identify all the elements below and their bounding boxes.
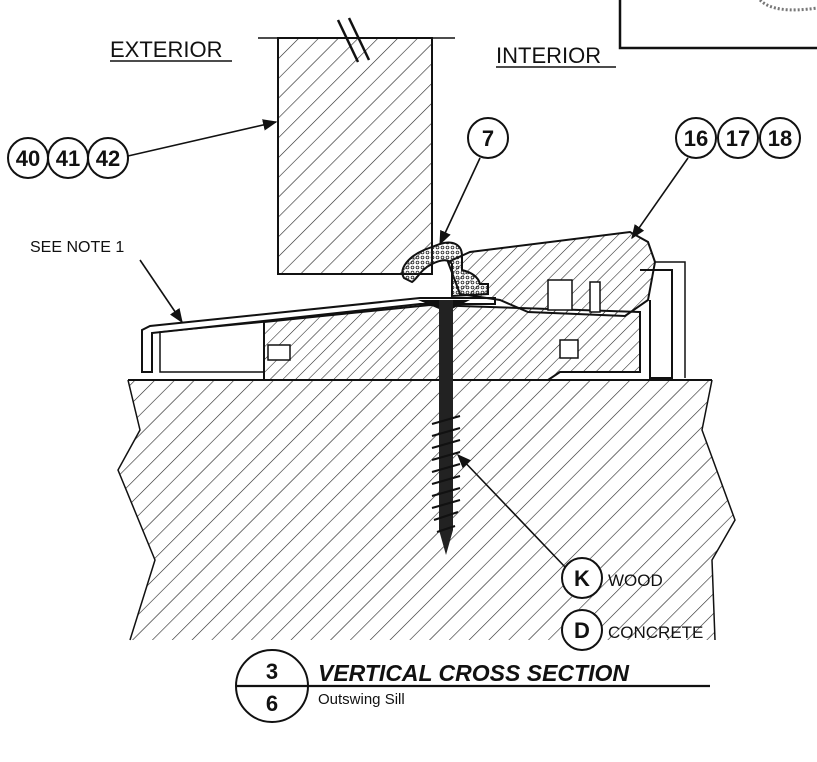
concrete-label: CONCRETE [608, 623, 703, 642]
see-note-label: SEE NOTE 1 [30, 239, 124, 256]
callout-17: 17 [726, 126, 750, 151]
door-panel [258, 17, 455, 275]
fastener-screw [418, 300, 470, 555]
callout-circle-7 [467, 117, 509, 159]
detail-subtitle: Outswing Sill [318, 691, 405, 708]
callout-41: 41 [56, 146, 80, 171]
callout-circle-18 [759, 117, 801, 159]
callout-18: 18 [768, 126, 792, 151]
leader-16-18 [631, 157, 689, 240]
interior-label: INTERIOR [496, 43, 601, 68]
exterior-label: EXTERIOR [110, 37, 222, 62]
leader-7 [439, 157, 481, 246]
threshold-cap [446, 230, 686, 379]
callout-group-7: 7 [439, 117, 509, 246]
leader-40-42 [127, 119, 278, 157]
callout-circle-17 [717, 117, 759, 159]
callout-7: 7 [482, 126, 494, 151]
leader-see-note [139, 259, 183, 324]
callout-40: 40 [16, 146, 40, 171]
callout-k: K [574, 566, 590, 591]
break-mark-line-2 [347, 17, 371, 61]
callout-circle-d [561, 609, 603, 651]
detail-title-block: 3 6 VERTICAL CROSS SECTION Outswing Sill [235, 649, 710, 723]
sweep-weatherstrip [401, 241, 489, 298]
callout-circle-42 [87, 137, 129, 179]
callout-circle-16 [675, 117, 717, 159]
wood-label: WOOD [608, 571, 663, 590]
detail-reference-box [618, 0, 817, 50]
leader-fastener [457, 453, 567, 569]
callout-group-40-42: 40 41 42 [7, 119, 278, 179]
sheet-number: 6 [266, 691, 278, 716]
detail-title: VERTICAL CROSS SECTION [318, 660, 629, 686]
callout-group-16-18: 16 17 18 [631, 117, 801, 240]
break-mark-line-1 [336, 19, 360, 63]
callout-circle-k [561, 557, 603, 599]
callout-d: D [574, 618, 590, 643]
fastener-callouts: K WOOD D CONCRETE [457, 453, 703, 651]
callout-16: 16 [684, 126, 708, 151]
detail-number: 3 [266, 659, 278, 684]
callout-42: 42 [96, 146, 120, 171]
